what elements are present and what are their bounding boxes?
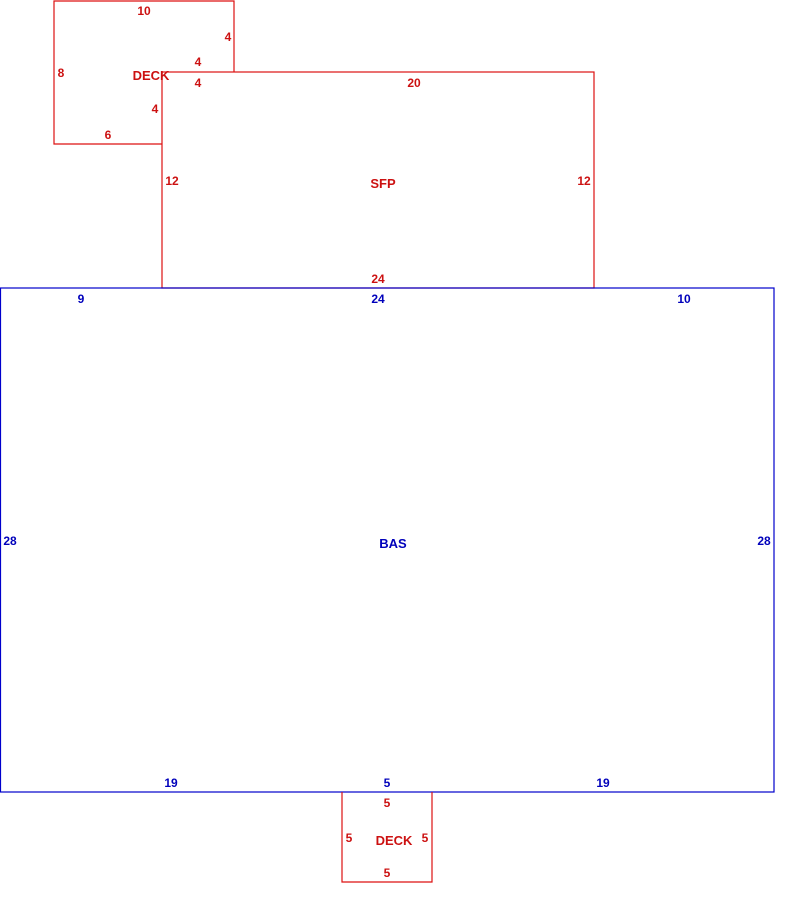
bas-outline (0, 287, 775, 793)
deck-bottom-dim-bottom: 5 (384, 866, 391, 880)
deck-top-outline (53, 0, 235, 145)
deck-top-dim-top: 10 (137, 4, 151, 18)
deck-top-dim-step-side: 4 (195, 76, 202, 90)
sfp-area-label: SFP (370, 176, 396, 191)
deck-bottom-dim-left: 5 (346, 831, 353, 845)
deck-top-dim-step-top: 4 (195, 55, 202, 69)
bas-dim-top-mid: 24 (371, 292, 385, 306)
deck-top-dim-left: 8 (58, 66, 65, 80)
sfp-dim-bottom: 24 (371, 272, 385, 286)
bas-dim-bottom-mid: 5 (384, 776, 391, 790)
deck-top-dim-right-upper: 4 (225, 30, 232, 44)
bas-dim-left: 28 (3, 534, 17, 548)
sfp-dim-right: 12 (577, 174, 591, 188)
deck-top-dim-bottom: 6 (105, 128, 112, 142)
bas-dim-top-right: 10 (677, 292, 691, 306)
deck-bottom-area-label: DECK (376, 833, 413, 848)
bas-area-label: BAS (379, 536, 407, 551)
deck-bottom-dim-top: 5 (384, 796, 391, 810)
deck-top-dim-inner-right: 4 (152, 102, 159, 116)
sfp-dim-top: 20 (407, 76, 421, 90)
deck-bottom-outline (341, 792, 433, 883)
bas-dim-right: 28 (757, 534, 771, 548)
bas-dim-bottom-left: 19 (164, 776, 178, 790)
deck-top-area-label: DECK (133, 68, 170, 83)
bas-dim-bottom-right: 19 (596, 776, 610, 790)
deck-bottom-dim-right: 5 (422, 831, 429, 845)
sfp-dim-left: 12 (165, 174, 179, 188)
bas-dim-top-left: 9 (78, 292, 85, 306)
